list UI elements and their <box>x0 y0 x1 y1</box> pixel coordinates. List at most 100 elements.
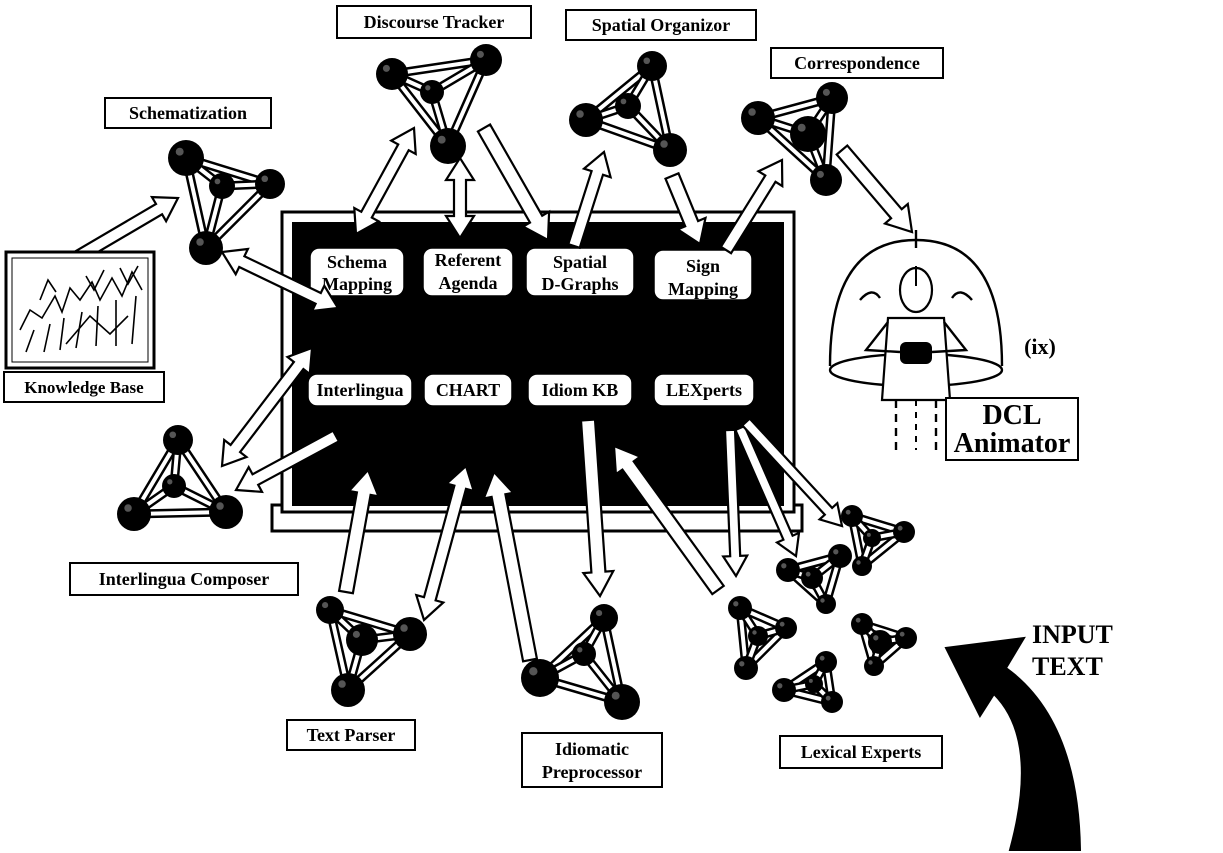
schematization-agent-atom-1 <box>255 169 285 199</box>
idiomatic-preprocessor-agent-atom-0 <box>590 604 618 632</box>
spatial-organizor-agent-atom-2 <box>653 133 687 167</box>
schema-mapping-line1: Schema <box>327 252 387 272</box>
label-idiomatic-preprocessor: Idiomatic Preprocessor <box>521 732 663 788</box>
lexical-experts-text: Lexical Experts <box>801 742 921 762</box>
referent-agenda-line1: Referent <box>435 250 502 270</box>
lexical-expert-agent-1 <box>728 596 797 680</box>
label-schematization: Schematization <box>104 97 272 129</box>
blackboard-box-referent-agenda: Referent Agenda <box>422 247 514 297</box>
arrow-correspondence-animator <box>835 143 914 234</box>
idiomatic-preprocessor-line1: Idiomatic <box>555 739 629 759</box>
lexical-expert-agent-1-atom-0 <box>728 596 752 620</box>
arrow-idiomkb-preproc <box>579 418 616 599</box>
input-arrow <box>944 636 1082 851</box>
interlingua-composer-agent <box>117 425 243 531</box>
blackboard-box-lexperts: LEXperts <box>653 373 755 407</box>
text-parser-agent-atom-0 <box>316 596 344 624</box>
idiomatic-preprocessor-agent-atom-3 <box>572 642 596 666</box>
lexical-expert-agent-2-atom-1 <box>828 544 852 568</box>
agents-layer <box>117 44 917 720</box>
text-parser-agent <box>316 596 427 707</box>
lexical-expert-agent-1-atom-2 <box>734 656 758 680</box>
lexical-expert-agent-2-atom-0 <box>776 558 800 582</box>
spatial-d-graphs-line2: D-Graphs <box>541 274 618 294</box>
lexical-expert-agent-2-atom-2 <box>816 594 836 614</box>
idiomatic-preprocessor-line2: Preprocessor <box>542 762 642 782</box>
arrow-lex-idiom <box>612 444 726 596</box>
lexical-expert-agent-5-atom-0 <box>851 613 873 635</box>
interlingua-composer-text: Interlingua Composer <box>99 569 270 589</box>
lexical-expert-agent-4 <box>772 651 843 713</box>
arrow-interlingua-composer-2 <box>234 429 341 494</box>
label-discourse-tracker: Discourse Tracker <box>336 5 532 39</box>
lexical-expert-agent-3-atom-2 <box>852 556 872 576</box>
lexical-expert-agent-1-atom-1 <box>775 617 797 639</box>
label-text-parser: Text Parser <box>286 719 416 751</box>
schematization-agent-atom-2 <box>189 231 223 265</box>
animator-label-line2: Animator <box>954 428 1071 459</box>
arrow-lexperts-lex1 <box>721 428 750 579</box>
input-text-line1: INPUT <box>1032 620 1113 649</box>
sign-mapping-line1: Sign <box>686 256 720 276</box>
schematization-text: Schematization <box>129 103 247 123</box>
spatial-organizor-agent <box>569 51 687 167</box>
schema-mapping-line2: Mapping <box>322 274 392 294</box>
lexical-expert-agent-4-atom-2 <box>821 691 843 713</box>
interlingua-composer-agent-atom-1 <box>117 497 151 531</box>
blackboard-box-chart: CHART <box>423 373 513 407</box>
lexical-expert-agent-5-atom-2 <box>864 656 884 676</box>
lexical-expert-agent-1-atom-3 <box>748 626 768 646</box>
lexical-expert-agent-3-atom-1 <box>893 521 915 543</box>
animator-figure <box>828 230 1004 450</box>
arrow-discourse-spatial <box>476 122 551 242</box>
schematization-agent-atom-0 <box>168 140 204 176</box>
animator-marker: (ix) <box>1024 334 1056 359</box>
input-text-line2: TEXT <box>1032 652 1103 681</box>
spatial-organizor-agent-atom-3 <box>615 93 641 119</box>
discourse-tracker-agent-atom-3 <box>420 80 444 104</box>
label-lexical-experts: Lexical Experts <box>779 735 943 769</box>
discourse-tracker-text: Discourse Tracker <box>364 12 505 32</box>
interlingua-composer-agent-atom-2 <box>209 495 243 529</box>
spatial-organizor-agent-atom-1 <box>637 51 667 81</box>
idiomatic-preprocessor-agent-atom-1 <box>521 659 559 697</box>
label-spatial-organizor: Spatial Organizor <box>565 9 757 41</box>
arrow-organizor-sign <box>664 171 708 246</box>
chart-label: CHART <box>436 380 500 400</box>
schematization-agent <box>168 140 285 265</box>
arrow-lexperts-lex3 <box>740 417 844 528</box>
discourse-tracker-agent-atom-1 <box>470 44 502 76</box>
text-parser-text: Text Parser <box>307 725 396 745</box>
lexical-expert-agent-3 <box>841 505 915 576</box>
animator-label: DCL Animator <box>945 397 1079 461</box>
lexical-expert-agent-4-atom-0 <box>815 651 837 673</box>
discourse-tracker-agent-atom-0 <box>376 58 408 90</box>
discourse-tracker-agent-atom-2 <box>430 128 466 164</box>
arrow-interlingua-composer-1 <box>220 346 314 468</box>
knowledge-base-image <box>4 250 156 370</box>
text-parser-agent-atom-3 <box>346 624 378 656</box>
blackboard-box-sign-mapping: Sign Mapping <box>653 249 753 301</box>
arrow-spatial-organizor <box>566 150 613 250</box>
idiomatic-preprocessor-agent-atom-2 <box>604 684 640 720</box>
label-correspondence: Correspondence <box>770 47 944 79</box>
sign-mapping-line2: Mapping <box>668 279 738 299</box>
blackboard-box-interlingua: Interlingua <box>307 373 413 407</box>
arrow-chart-parser <box>414 464 476 622</box>
animator-label-line1: DCL <box>982 400 1041 431</box>
idiomatic-preprocessor-agent <box>521 604 640 720</box>
correspondence-agent-atom-0 <box>741 101 775 135</box>
lexical-expert-agent-5-atom-1 <box>895 627 917 649</box>
spatial-d-graphs-line1: Spatial <box>553 252 607 272</box>
lexical-expert-agent-3-atom-3 <box>863 529 881 547</box>
knowledge-base-text: Knowledge Base <box>24 378 144 397</box>
correspondence-agent-atom-2 <box>810 164 842 196</box>
interlingua-label: Interlingua <box>316 380 403 400</box>
interlingua-composer-agent-atom-3 <box>162 474 186 498</box>
lexical-expert-agent-2-atom-3 <box>801 567 823 589</box>
lexical-expert-agent-4-atom-3 <box>805 675 823 693</box>
blackboard-box-idiom-kb: Idiom KB <box>527 373 633 407</box>
arrow-parser-board <box>337 467 381 595</box>
schematization-agent-atom-3 <box>209 173 235 199</box>
blackboard-box-spatial-d-graphs: Spatial D-Graphs <box>525 247 635 297</box>
